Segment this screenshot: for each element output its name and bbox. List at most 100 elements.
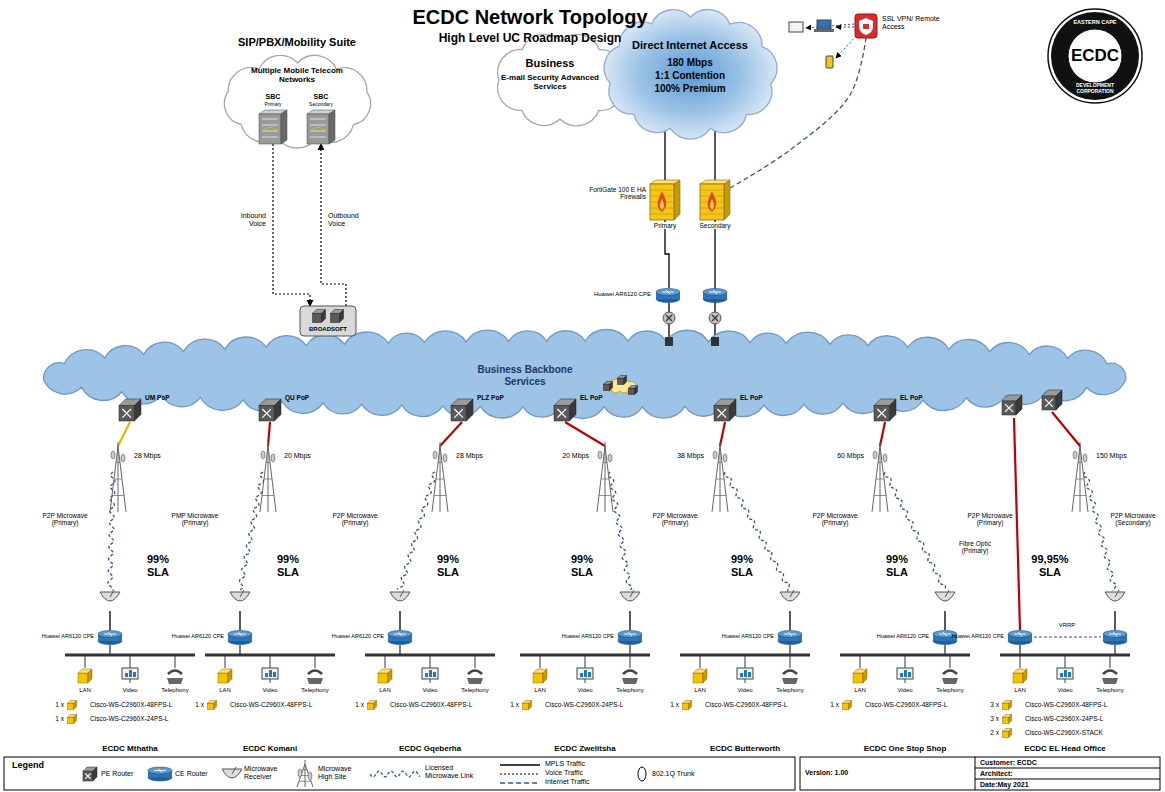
- logo: [1048, 9, 1142, 103]
- ce-router-outline: [387, 630, 413, 645]
- drawing-part: [737, 668, 753, 679]
- drawing-part: [624, 376, 627, 385]
- annotation-label: Legend: [12, 760, 44, 770]
- connector-line: [720, 422, 725, 446]
- drawing-part: [43, 329, 1125, 418]
- drawing-part: [498, 34, 624, 125]
- annotation-label: LAN: [1014, 687, 1026, 694]
- drawing-part: [836, 36, 856, 58]
- annotation-label: Video: [1057, 687, 1072, 694]
- drawing-part: [533, 673, 543, 683]
- title-block-divider: [975, 768, 1160, 769]
- drawing-part: [709, 312, 721, 324]
- legend-sample: [500, 774, 540, 775]
- drawing-part: [1008, 631, 1032, 638]
- pe-router-outline: [118, 398, 142, 422]
- drawing-part: [1042, 396, 1056, 410]
- drawing-part: [629, 645, 630, 655]
- drawing-part: [1103, 631, 1127, 638]
- drawing-part: [368, 703, 374, 709]
- drawing-part: [784, 632, 796, 636]
- connector-line: [109, 611, 110, 630]
- logo-center: [1068, 29, 1122, 83]
- drawing-part: [104, 632, 116, 636]
- drawing-part: [262, 495, 274, 496]
- drawing-part: [310, 131, 326, 132]
- legend-sample: [638, 767, 646, 781]
- ce-router-shape: [778, 631, 802, 645]
- drawing-part: [748, 672, 751, 677]
- annotation-label: 99,95% SLA: [1028, 553, 1072, 578]
- node-text: SSL VPN/ Remote Access: [882, 15, 944, 31]
- drawing-part: [271, 454, 275, 462]
- drawing-part: [700, 655, 701, 668]
- firewall-outline: [650, 180, 680, 220]
- sbc-server-shape: [307, 110, 335, 144]
- drawing-part: [224, 55, 370, 148]
- drawing-part: [849, 701, 852, 710]
- ce-router: Huawei AR6120 CPE: [97, 630, 123, 645]
- drawing-part: [270, 679, 271, 683]
- broadsoft-platform: BROADSOFT: [300, 306, 356, 336]
- drawing-part: [78, 673, 88, 683]
- annotation-label: ECDC One Stop Shop: [864, 744, 947, 753]
- drawing-part: [264, 479, 272, 480]
- drawing-part: [745, 679, 746, 683]
- connector: [880, 422, 946, 630]
- annotation-label: P2P Microwave (Secondary): [1107, 512, 1159, 527]
- drawing-part: [228, 669, 232, 683]
- legend-sample: [370, 771, 420, 777]
- annotation-label: Cisco-WS-C2960X-48FPS-L: [230, 701, 312, 708]
- connector: [665, 220, 669, 288]
- drawing-part: [778, 631, 802, 638]
- drawing-part: [228, 631, 252, 638]
- ce-router: Huawei AR6120 CPE: [1007, 630, 1033, 645]
- node-text: Huawei AR6120 CPE: [952, 633, 1004, 639]
- drawing-part: [438, 462, 442, 463]
- diagram-title: ECDC Network Topology: [412, 6, 647, 29]
- drawing-part: [908, 672, 911, 677]
- annotation-label: Video: [262, 687, 277, 694]
- annotation-label: High Level UC Roadmap Design: [439, 32, 622, 46]
- legend-text: Microwave High Site: [318, 765, 364, 781]
- drawing-part: [700, 214, 724, 215]
- drawing-part: [430, 655, 431, 668]
- drawing-part: [110, 590, 114, 597]
- firewall-shape: [700, 180, 730, 220]
- node-text: PLZ PoP: [477, 394, 504, 401]
- drawing-part: [608, 454, 612, 462]
- drawing-part: [874, 495, 886, 496]
- drawing-part: [322, 310, 326, 323]
- drawing-part: [666, 315, 672, 321]
- drawing-part: [817, 20, 831, 29]
- annotation-label: P2P Microwave (Primary): [649, 512, 701, 527]
- site-drawing: [365, 442, 495, 710]
- drawing-part: [130, 679, 131, 683]
- drawing-part: [399, 645, 400, 655]
- drawing-part: [262, 409, 271, 418]
- drawing-part: [370, 771, 420, 777]
- drawing-part: [259, 114, 281, 144]
- drawing-part: [68, 717, 74, 723]
- annotation-label: 99% SLA: [724, 553, 760, 578]
- sbc-server: SBCPrimary: [255, 92, 291, 144]
- legend-frame: [4, 757, 795, 790]
- annotation-label: 1 x: [195, 701, 204, 708]
- ce-router: Huawei AR6120 CPE: [617, 630, 643, 645]
- node-text: Huawei AR6120 CPE: [594, 291, 651, 298]
- annotation-label: 20 Mbps: [562, 452, 589, 460]
- legend-text: Internet Traffic: [545, 778, 590, 786]
- drawing-part: [154, 769, 166, 773]
- drawing-part: [270, 655, 271, 668]
- annotation-label: Cisco-WS-C2960X-STACK: [1025, 729, 1103, 736]
- node-text: EL PoP: [580, 394, 603, 401]
- connector: [720, 422, 790, 630]
- drawing-part: [874, 406, 889, 421]
- annotation-label: ECDC Gqeberha: [399, 744, 461, 753]
- drawing-part: [711, 337, 719, 346]
- drawing-part: [266, 462, 270, 463]
- drawing-part: [1065, 679, 1066, 683]
- drawing-part: [745, 655, 746, 668]
- drawing-part: [942, 678, 958, 684]
